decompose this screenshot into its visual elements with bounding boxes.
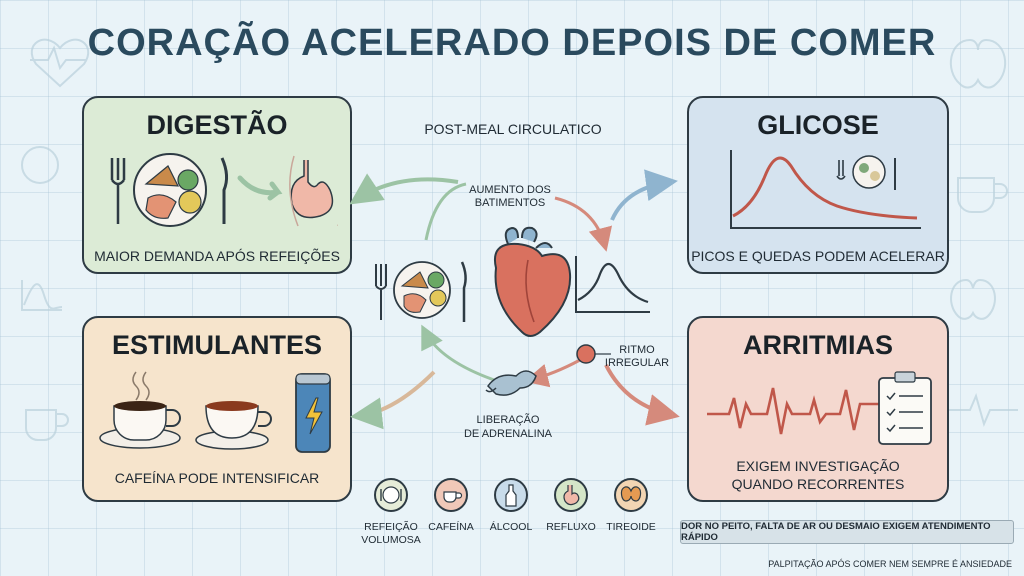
center-plate-icon bbox=[375, 261, 467, 322]
label-ritmo-1: RITMO bbox=[619, 344, 655, 356]
icon-refeicao-label-1: REFEIÇÃO bbox=[364, 521, 418, 533]
bg-thyroid-icon bbox=[950, 38, 1006, 89]
card-digestao: DIGESTÃO MAIOR DEMANDA APÓS REFEIÇÕES bbox=[82, 96, 352, 274]
card-glicose-title: GLICOSE bbox=[757, 110, 879, 140]
icon-alcool-circle bbox=[494, 478, 528, 512]
clipboard-icon bbox=[878, 371, 932, 445]
icon-refluxo-label: REFLUXO bbox=[546, 521, 596, 533]
icon-tireoide-circle bbox=[614, 478, 648, 512]
coffee-cup-icon bbox=[99, 371, 181, 449]
icon-alcool-label: ÁLCOOL bbox=[489, 521, 533, 533]
bottle-icon bbox=[505, 484, 517, 507]
card-glicose-caption: PICOS E QUEDAS PODEM ACELERAR bbox=[691, 248, 945, 264]
card-arritmias-caption-2: QUANDO RECORRENTES bbox=[731, 476, 905, 492]
card-estimulantes-caption: CAFEÍNA PODE INTENSIFICAR bbox=[114, 470, 320, 486]
label-aumento-1: AUMENTO DOS bbox=[469, 184, 551, 196]
bg-thyroid-icon-2 bbox=[950, 278, 996, 320]
center-label: POST-MEAL CIRCULATICO bbox=[424, 121, 602, 137]
arrow-to-glicose bbox=[610, 169, 678, 221]
ecg-line-icon bbox=[707, 387, 880, 435]
energy-drink-can-icon bbox=[295, 373, 331, 453]
arrow-ritmo-to-liberacao bbox=[524, 358, 581, 388]
bg-plate-icon bbox=[21, 146, 60, 184]
label-aumento-2: BATIMENTOS bbox=[474, 197, 546, 209]
bg-chart-icon bbox=[21, 280, 63, 311]
central-flow-diagram bbox=[350, 169, 680, 430]
ecg-and-clipboard-illustration bbox=[707, 371, 932, 445]
icon-cafeina-circle bbox=[434, 478, 468, 512]
icon-cafeina-label: CAFEÍNA bbox=[428, 521, 474, 533]
stomach-icon bbox=[289, 155, 338, 227]
card-estimulantes-title: ESTIMULANTES bbox=[111, 330, 322, 360]
footer-note: PALPITAÇÃO APÓS COMER NEM SEMPRE É ANSIE… bbox=[768, 559, 1012, 569]
heart-icon bbox=[494, 226, 572, 337]
bg-heart-icon bbox=[30, 38, 90, 88]
arrow-plate-to-aumento bbox=[424, 182, 467, 241]
plate-icon bbox=[133, 153, 207, 227]
icon-refeicao-label-2: VOLUMOSA bbox=[361, 534, 421, 546]
fork-icon bbox=[110, 158, 126, 224]
label-liberacao-2: DE ADRENALINA bbox=[463, 428, 553, 440]
card-arritmias-caption-1: EXIGEM INVESTIGAÇÃO bbox=[736, 458, 900, 474]
icon-refluxo-circle bbox=[554, 478, 588, 512]
meal-plate-illustration bbox=[110, 153, 338, 227]
thyroid-icon bbox=[620, 486, 642, 502]
arrow-liberacao-to-plate bbox=[421, 324, 501, 384]
card-estimulantes: ESTIMULANTES CAFEÍNA PODE INTENSIFICAR bbox=[82, 316, 352, 502]
knife-icon bbox=[220, 157, 229, 224]
card-digestao-caption: MAIOR DEMANDA APÓS REFEIÇÕES bbox=[94, 248, 340, 264]
drinks-illustration bbox=[99, 371, 331, 453]
arrow-to-arritmias bbox=[604, 364, 680, 426]
card-arritmias: ARRITMIAS EXIGEM INVESTIGAÇÃO QUANDO REC… bbox=[687, 316, 949, 502]
icon-refeicao-circle bbox=[374, 478, 408, 512]
bg-ecg-icon bbox=[948, 393, 1018, 427]
card-glicose: GLICOSE PICOS E QUEDAS PODEM ACELERAR bbox=[687, 96, 949, 274]
stomach-icon bbox=[563, 485, 580, 506]
glucose-curve-chart bbox=[730, 150, 921, 229]
irregular-rhythm-dot bbox=[576, 344, 596, 364]
coffee-icon bbox=[443, 491, 463, 503]
arrow-icon bbox=[237, 175, 283, 201]
arrow-aumento-to-curve bbox=[554, 196, 613, 252]
label-liberacao-1: LIBERAÇÃO bbox=[476, 414, 540, 426]
adrenal-gland-icon bbox=[485, 370, 537, 396]
warning-banner: DOR NO PEITO, FALTA DE AR OU DESMAIO EXI… bbox=[680, 520, 1014, 544]
arrow-to-digestao bbox=[350, 173, 459, 205]
plate-icon bbox=[380, 486, 402, 504]
icon-tireoide-label: TIREOIDE bbox=[606, 521, 656, 533]
bg-cup-icon bbox=[25, 409, 69, 441]
tea-cup-icon bbox=[195, 401, 272, 450]
card-digestao-title: DIGESTÃO bbox=[146, 110, 288, 140]
center-curve-icon bbox=[575, 256, 650, 313]
bg-mug-icon bbox=[957, 177, 1008, 213]
bg-pulse-icon bbox=[30, 45, 86, 71]
small-plate-icon bbox=[836, 155, 896, 190]
page-title: CORAÇÃO ACELERADO DEPOIS DE COMER bbox=[87, 22, 937, 64]
card-arritmias-title: ARRITMIAS bbox=[743, 330, 893, 360]
label-ritmo-2: IRREGULAR bbox=[604, 357, 670, 369]
arrow-to-estimulantes bbox=[350, 370, 436, 430]
